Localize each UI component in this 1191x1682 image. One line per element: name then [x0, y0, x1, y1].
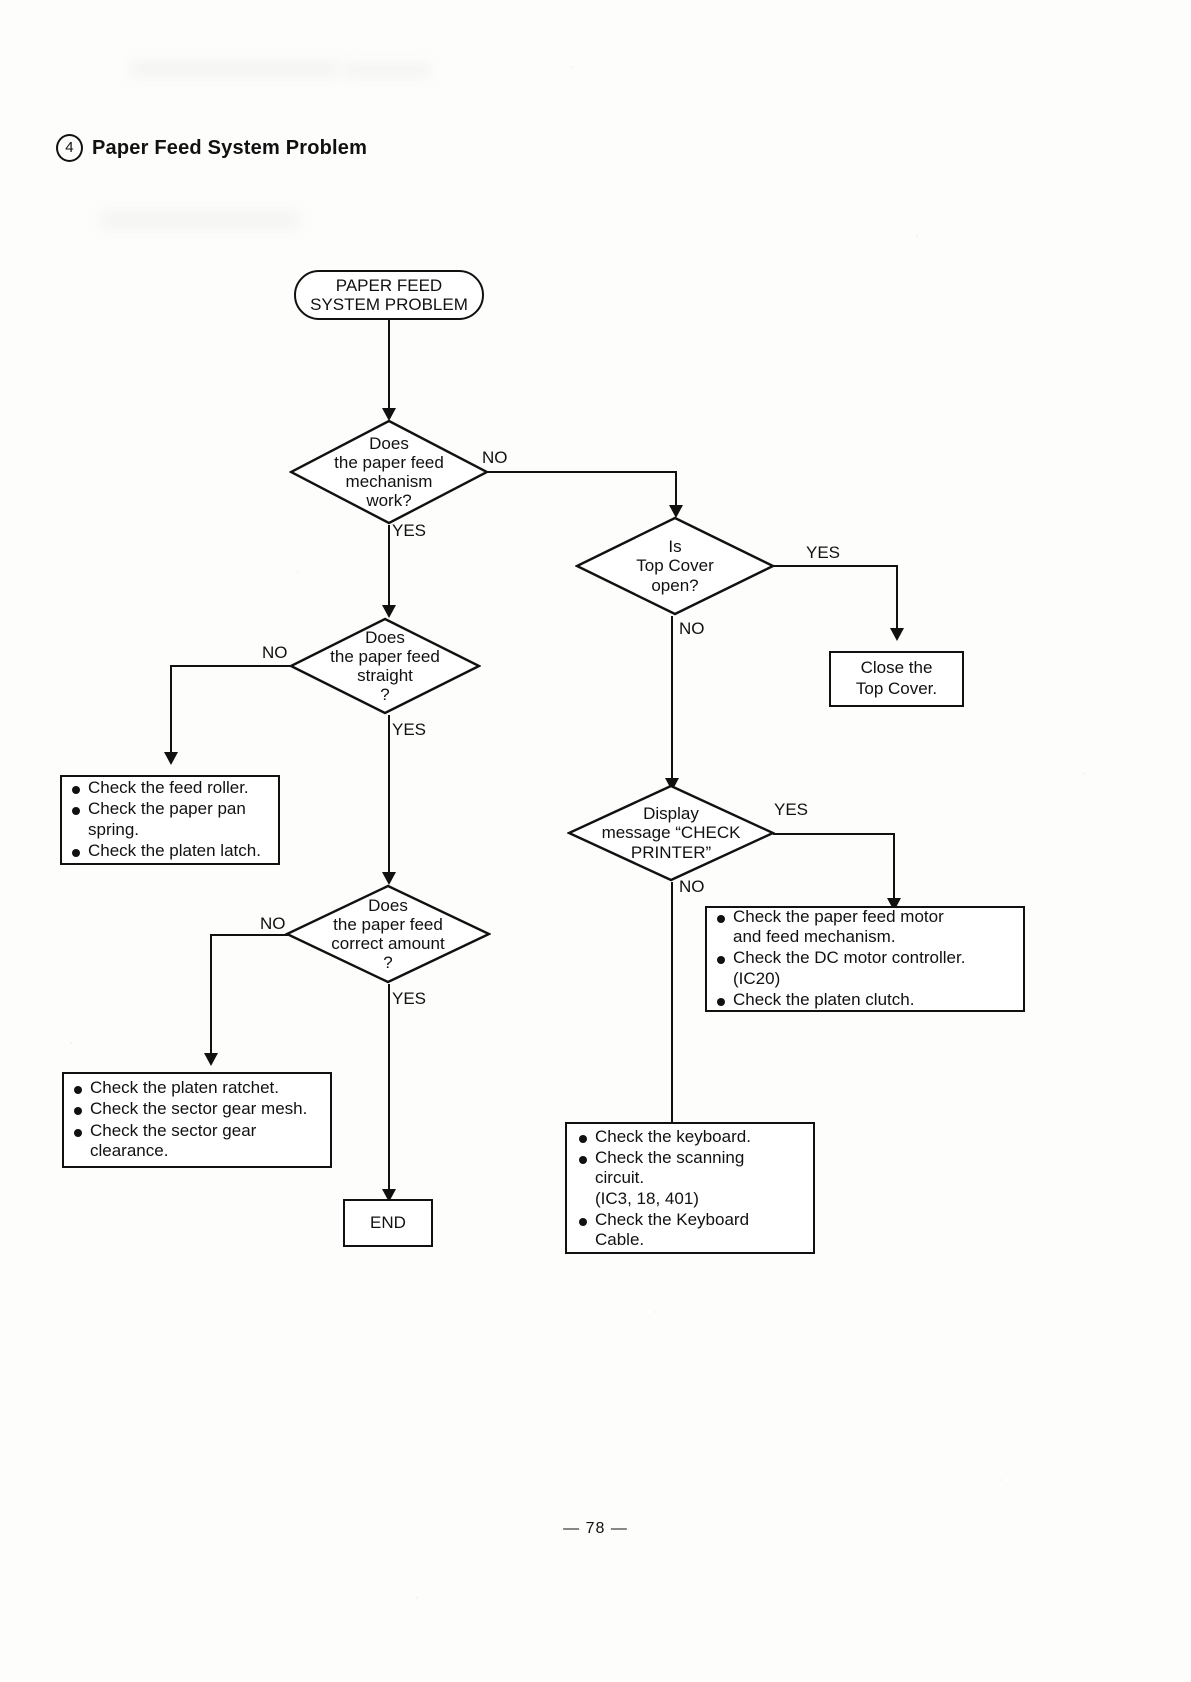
- edge-straight-no: [172, 665, 290, 667]
- flow-start-label: PAPER FEED SYSTEM PROBLEM: [310, 275, 468, 314]
- edge-straight-no-down: [170, 665, 172, 761]
- edge-topcover-no: [671, 616, 673, 784]
- edge-label-straight-no: NO: [262, 643, 288, 662]
- check-item: Check the platen clutch.: [716, 990, 965, 1010]
- check-item: Check the feed roller.: [71, 778, 261, 798]
- action-ratchet-checks[interactable]: Check the platen ratchet. Check the sect…: [62, 1072, 332, 1168]
- decision-label: Display message “CHECK PRINTER”: [601, 804, 741, 862]
- check-item: Check the platen latch.: [71, 841, 261, 861]
- check-list: Check the keyboard. Check the scanning c…: [578, 1127, 751, 1251]
- check-list: Check the feed roller. Check the paper p…: [71, 778, 261, 862]
- decision-feed-correct-amount[interactable]: Does the paper feed correct amount ?: [285, 884, 491, 984]
- diamond-shape: [575, 516, 775, 616]
- decision-label: Is Top Cover open?: [636, 537, 714, 595]
- decision-top-cover-open[interactable]: Is Top Cover open?: [575, 516, 775, 616]
- arrowhead-down: [204, 1053, 218, 1066]
- arrowhead-down: [890, 628, 904, 641]
- check-item: Check the DC motor controller. (IC20): [716, 948, 965, 988]
- edge-topcover-yes: [773, 565, 898, 567]
- page-footer: — 78 —: [563, 1520, 628, 1537]
- check-list: Check the platen ratchet. Check the sect…: [73, 1078, 307, 1162]
- edge-label-display-yes: YES: [774, 800, 809, 819]
- edge-label-amount-yes: YES: [392, 989, 427, 1008]
- arrowhead-down: [382, 872, 396, 885]
- action-motor-checks[interactable]: Check the paper feed motor and feed mech…: [705, 906, 1025, 1012]
- decision-label: Does the paper feed mechanism work?: [334, 433, 444, 511]
- scan-artifact: [130, 60, 340, 78]
- arrowhead-down: [382, 408, 396, 421]
- edge-label-topcover-no: NO: [679, 619, 705, 638]
- action-keyboard-checks[interactable]: Check the keyboard. Check the scanning c…: [565, 1122, 815, 1254]
- check-item: Check the platen ratchet.: [73, 1078, 307, 1098]
- decision-feed-straight[interactable]: Does the paper feed straight ?: [289, 617, 481, 715]
- edge-label-amount-no: NO: [260, 914, 286, 933]
- edge-label-topcover-yes: YES: [806, 543, 841, 562]
- edge-topcover-yes-down: [896, 565, 898, 637]
- scan-artifact: [100, 210, 300, 230]
- edge-straight-yes: [388, 715, 390, 877]
- section-number: 4: [56, 134, 83, 162]
- edge-mechanism-yes: [388, 525, 390, 611]
- decision-feed-mechanism-work[interactable]: Does the paper feed mechanism work?: [289, 419, 489, 525]
- decision-label: Does the paper feed straight ?: [330, 627, 440, 705]
- decision-label: Does the paper feed correct amount ?: [331, 895, 445, 973]
- edge-label-straight-yes: YES: [392, 720, 427, 739]
- edge-amount-yes: [388, 984, 390, 1196]
- edge-display-no: [671, 882, 673, 1180]
- diamond-shape: [289, 419, 489, 525]
- arrowhead-down: [164, 752, 178, 765]
- action-close-top-cover[interactable]: Close the Top Cover.: [829, 651, 964, 707]
- edge-amount-no-down: [210, 934, 212, 1062]
- diamond-shape: [289, 617, 481, 715]
- arrowhead-down: [382, 1189, 396, 1202]
- arrowhead-down: [669, 505, 683, 518]
- edge-label-mechanism-yes: YES: [392, 521, 427, 540]
- flow-end[interactable]: END: [343, 1199, 433, 1247]
- flow-end-label: END: [370, 1213, 406, 1232]
- diamond-shape: [567, 784, 775, 882]
- scan-artifact: [345, 62, 430, 78]
- check-item: Check the keyboard.: [578, 1127, 751, 1147]
- decision-display-check-printer[interactable]: Display message “CHECK PRINTER”: [567, 784, 775, 882]
- check-item: Check the paper feed motor and feed mech…: [716, 907, 965, 947]
- edge-display-yes: [773, 833, 895, 835]
- arrowhead-down: [382, 605, 396, 618]
- diamond-shape: [285, 884, 491, 984]
- check-item: Check the sector gear clearance.: [73, 1121, 307, 1161]
- check-item: Check the sector gear mesh.: [73, 1099, 307, 1119]
- edge-amount-no: [212, 934, 288, 936]
- action-close-top-cover-label: Close the Top Cover.: [855, 658, 938, 698]
- check-list: Check the paper feed motor and feed mech…: [716, 907, 965, 1011]
- page-title-text: Paper Feed System Problem: [92, 136, 368, 159]
- flow-start-paper-feed-system-problem[interactable]: PAPER FEED SYSTEM PROBLEM: [294, 270, 484, 320]
- edge-mechanism-no-down: [675, 471, 677, 514]
- edge-label-display-no: NO: [679, 877, 705, 896]
- edge-mechanism-no: [487, 471, 677, 473]
- check-item: Check the paper pan spring.: [71, 799, 261, 839]
- check-item: Check the scanning circuit. (IC3, 18, 40…: [578, 1148, 751, 1209]
- edge-display-yes-down: [893, 833, 895, 907]
- check-item: Check the Keyboard Cable.: [578, 1210, 751, 1250]
- edge-label-mechanism-no: NO: [482, 448, 508, 467]
- edge-start-to-mechanism: [388, 320, 390, 414]
- page-title: 4 Paper Feed System Problem: [56, 134, 367, 162]
- action-feed-roller-checks[interactable]: Check the feed roller. Check the paper p…: [60, 775, 280, 865]
